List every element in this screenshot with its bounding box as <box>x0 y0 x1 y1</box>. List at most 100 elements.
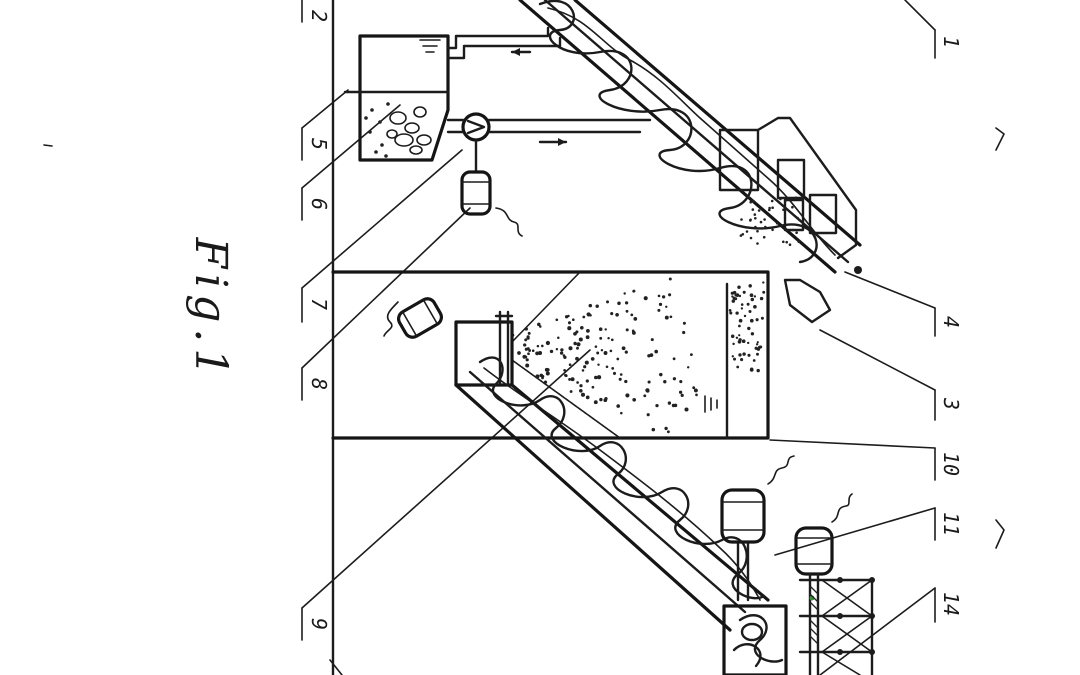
spray-particle <box>630 313 634 317</box>
spray-particle <box>612 371 617 375</box>
spray-particle <box>663 380 667 384</box>
spray-particle <box>528 349 532 352</box>
label-11: 11 <box>774 507 963 556</box>
svg-text:7: 7 <box>307 298 331 310</box>
settled-particle <box>748 309 752 314</box>
settled-particle <box>762 281 765 284</box>
spray-particle <box>661 295 666 299</box>
spray-particle <box>632 397 637 402</box>
spray-particle <box>582 315 586 319</box>
conveyor-particle <box>782 240 785 244</box>
spray-particle <box>527 352 530 356</box>
spray-particle <box>535 374 540 379</box>
conveyor-particle <box>754 225 757 229</box>
spray-particle <box>526 335 530 339</box>
spray-particle <box>578 337 583 342</box>
spray-particle <box>531 349 535 353</box>
spray-particle <box>537 350 543 356</box>
spray-particle <box>569 390 573 393</box>
settled-particle <box>733 357 736 361</box>
conveyor-particle <box>749 236 753 240</box>
settled-particle <box>748 284 752 288</box>
spray-particle <box>619 373 623 376</box>
conveyor-particle <box>791 228 795 232</box>
spray-particle <box>679 380 683 384</box>
spray-particle <box>527 331 531 335</box>
label-6: 6 <box>301 104 401 221</box>
spray-particle <box>669 315 673 319</box>
settled-particle <box>738 334 741 337</box>
settled-particle <box>752 359 756 362</box>
spray-particle <box>594 375 598 380</box>
spray-particle <box>583 365 587 369</box>
conveyor-particle <box>784 199 787 203</box>
svg-text:10: 10 <box>939 452 963 476</box>
settled-particle <box>759 296 764 301</box>
spray-particle <box>598 327 603 331</box>
spray-particle <box>682 321 686 325</box>
svg-text:1: 1 <box>939 36 963 48</box>
spray-particle <box>600 348 604 352</box>
settled-particle <box>731 299 736 303</box>
conveyor-particle <box>739 234 743 237</box>
conveyor-particle <box>771 228 774 232</box>
spray-particle <box>664 426 668 431</box>
label-5: 5 <box>301 89 349 161</box>
settled-particle <box>755 318 759 322</box>
settled-particle <box>735 293 740 297</box>
settled-particle <box>753 295 757 298</box>
spray-particle <box>659 372 663 377</box>
settled-particle <box>747 326 751 331</box>
label-4: 4 <box>844 271 963 337</box>
spray-particle <box>579 384 583 388</box>
spray-particle <box>610 312 614 316</box>
lower-inclined-screw-conveyor <box>454 310 770 632</box>
spray-particle <box>623 292 626 295</box>
spray-particle <box>523 343 527 347</box>
spray-particle <box>604 397 608 401</box>
spray-particle <box>524 355 528 359</box>
spray-particle <box>689 353 693 357</box>
spray-particle <box>643 394 647 398</box>
spray-particle <box>625 328 629 332</box>
right-reference-labels: 1 4 3 10 11 14 <box>769 0 963 675</box>
spray-particle <box>606 300 609 304</box>
settled-particle <box>743 314 747 318</box>
conveyor-particle <box>785 240 788 244</box>
spray-particle <box>585 379 589 383</box>
settled-particle <box>738 338 742 342</box>
spray-particle <box>590 357 595 361</box>
spray-particle <box>599 336 603 340</box>
spray-particle <box>692 386 696 390</box>
spray-particle <box>603 351 608 355</box>
spray-particle <box>596 351 600 355</box>
settled-particle <box>747 353 751 357</box>
spray-particle <box>631 330 636 335</box>
label-3: 3 <box>819 329 963 421</box>
settled-particle <box>740 303 744 306</box>
spray-particle <box>568 363 572 367</box>
spray-particle <box>657 294 661 298</box>
spray-particle <box>620 411 623 415</box>
svg-text:4: 4 <box>939 316 963 328</box>
spray-particle <box>654 349 659 354</box>
settled-particle <box>732 342 735 346</box>
spray-particle <box>650 338 654 342</box>
label-1: 1 <box>904 0 963 59</box>
spray-particle <box>560 348 564 352</box>
drive-motor-10 <box>720 455 795 544</box>
settled-particle <box>754 346 758 350</box>
conveyor-particle <box>770 199 774 203</box>
conveyor-particle <box>762 235 766 239</box>
spray-particle <box>611 367 615 370</box>
spray-particle <box>576 381 579 384</box>
spray-particle <box>672 357 676 361</box>
spray-particle <box>597 363 600 366</box>
drive-motor-11 <box>794 493 853 675</box>
spray-particle <box>667 401 672 405</box>
spray-particle <box>536 344 540 348</box>
settled-particle <box>737 285 741 289</box>
spray-particle <box>573 341 577 346</box>
conveyor-particle <box>791 205 794 209</box>
